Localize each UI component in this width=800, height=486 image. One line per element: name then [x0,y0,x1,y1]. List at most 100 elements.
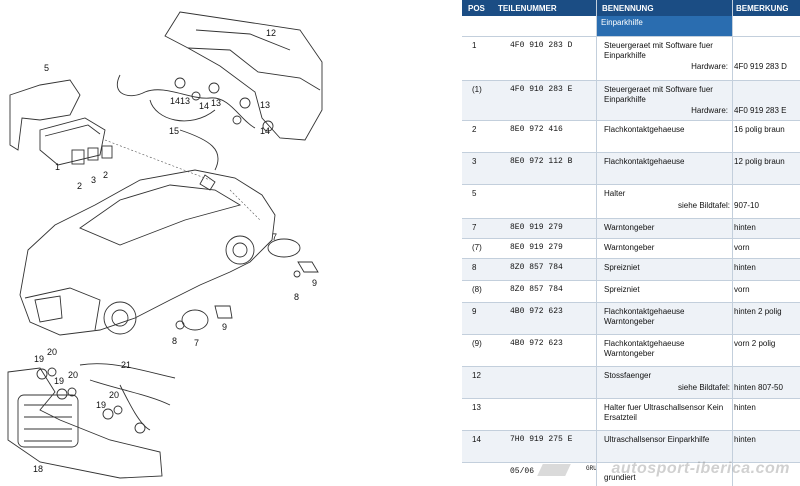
hardware-number: 4F0 919 283 D [734,62,787,71]
row-remark: vorn [734,285,750,294]
row-remark: hinten 807-50 [734,383,783,392]
diagram-label: 8 [172,336,177,346]
diagram-label: 19 [34,354,44,364]
footer-gru: GRU [586,465,597,472]
table-row: 12 Stossfaenger hinten 807-50 siehe Bildtaf… [462,366,800,399]
diagram-label: 20 [47,347,57,357]
section-header: Einparkhilfe [462,16,800,36]
row-description: Flachkontaktgehaeuse Warntongeber [604,307,685,326]
row-remark: hinten [734,223,756,232]
diagram-label: 5 [44,63,49,73]
connector-drawing [87,147,99,161]
row-part-number: 4B0 972 623 [510,307,563,316]
header-bemerkung: BEMERKUNG [736,4,789,13]
row-remark: 12 polig braun [734,157,785,166]
control-unit-drawing [39,117,106,166]
row-remark: hinten [734,263,756,272]
row-remark: 16 polig braun [734,125,785,134]
table-row: 5 Halter 907-10 siehe Bildtafel: [462,184,800,219]
row-pos: 14 [472,435,481,444]
wiring-harness-drawing [117,74,256,171]
row-description: Halter fuer Ultraschallsensor Kein Ersat… [604,403,724,422]
diagram-label: 19 [54,376,64,386]
row-pos: 12 [472,371,481,380]
front-harness-drawing [79,363,176,431]
diagram-label: 19 [96,400,106,410]
row-part-number: 7H0 919 275 E [510,435,573,444]
row-description: Ultraschallsensor Einparkhilfe [604,435,710,444]
diagram-label: 20 [68,370,78,380]
diagram-label: 14 [170,96,180,106]
row-pos: 5 [472,189,477,198]
row-remark: hinten 2 polig [734,307,782,316]
row-pos: (1) [472,85,482,94]
rear-bumper-drawing [164,11,323,141]
diagram-label: 18 [33,464,43,474]
table-header: POS TEILENUMMER BENENNUNG BEMERKUNG [462,0,800,16]
row-pos: 7 [472,223,477,232]
diagram-label: 21 [121,360,131,370]
diagram-label: 13 [180,96,190,106]
table-row-footer: 05/06 GRU grundiert [462,462,800,486]
row-part-number: 8Z0 857 784 [510,263,563,272]
table-row: (1) 4F0 910 283 E Steuergeraet mit Softwar… [462,80,800,121]
bracket-drawing [9,79,81,151]
watermark-logo [537,464,571,476]
diagram-label: 13 [211,98,221,108]
header-pos: POS [468,4,485,13]
connector-drawing [71,149,85,165]
exploded-view-drawing: 12 5 13 13 13 14 14 14 15 1 2 3 2 7 8 9 … [7,11,323,479]
diagram-label: 13 [260,100,270,110]
front-bumper-drawing [7,367,163,479]
row-remark: 907-10 [734,201,759,210]
table-row: 14 7H0 919 275 E Ultraschallsensor Einpark… [462,430,800,463]
row-remark: vorn [734,243,750,252]
car-body-drawing [19,169,276,336]
row-description: Warntongeber [604,243,655,252]
row-see-plate: siehe Bildtafel: [677,201,730,210]
row-part-number: 4B0 972 623 [510,339,563,348]
row-pos: (7) [472,243,482,252]
diagram-label: 9 [312,278,317,288]
diagram-label: 1 [55,162,60,172]
diagram-label: 2 [103,170,108,180]
diagram-label: 14 [260,126,270,136]
row-part-number: 4F0 910 283 E [510,85,573,94]
parts-diagram: 12 5 13 13 13 14 14 14 15 1 2 3 2 7 8 9 … [7,11,323,479]
row-pos: 3 [472,157,477,166]
diagram-label: 7 [272,232,277,242]
row-see-plate: siehe Bildtafel: [677,383,730,392]
row-pos: 13 [472,403,481,412]
hardware-number: 4F0 919 283 E [734,106,787,115]
row-description: Stossfaenger [604,371,652,380]
row-remark: vorn 2 polig [734,339,776,348]
table-row: 1 4F0 910 283 D Steuergeraet mit Software … [462,36,800,81]
row-part-number: 8E0 972 112 B [510,157,573,166]
parts-table: POS TEILENUMMER BENENNUNG BEMERKUNG Einp… [462,0,800,486]
row-description: Steuergeraet mit Software fuer Einparkhi… [604,85,713,104]
row-description: Halter [604,189,626,198]
row-part-number: 8Z0 857 784 [510,285,563,294]
hardware-label: Hardware: [691,62,728,71]
row-part-number: 8E0 972 416 [510,125,563,134]
row-pos: 2 [472,125,477,134]
row-description: Warntongeber [604,223,655,232]
row-part-number: 4F0 910 283 D [510,41,573,50]
row-pos: (8) [472,285,482,294]
diagram-label: 14 [199,101,209,111]
row-remark: hinten [734,435,756,444]
row-description: Steuergeraet mit Software fuer Einparkhi… [604,41,713,60]
hardware-label: Hardware: [691,106,728,115]
header-benennung: BENENNUNG [602,4,654,13]
diagram-label: 15 [169,126,179,136]
diagram-label: 12 [266,28,276,38]
row-pos: 1 [472,41,477,50]
watermark: autosport-iberica.com [611,460,790,477]
